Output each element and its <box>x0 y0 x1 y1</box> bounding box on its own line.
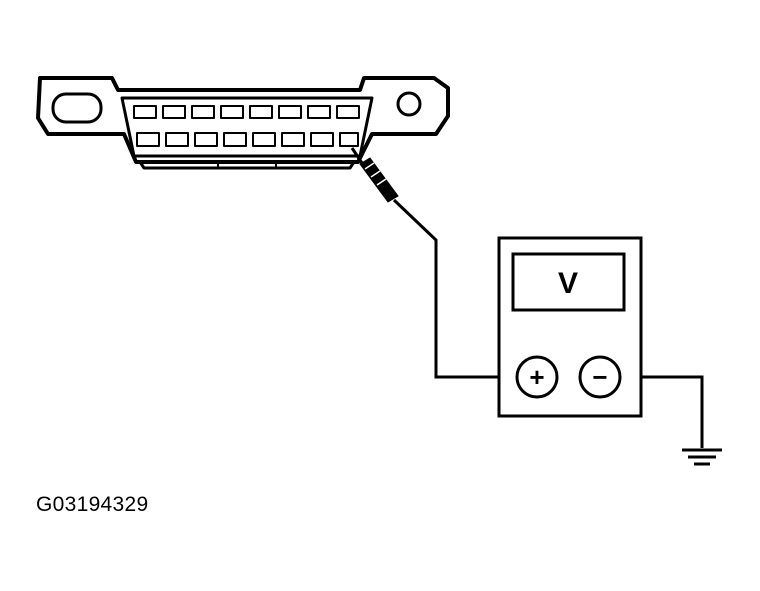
test-lead-negative <box>621 375 704 448</box>
meter-positive-terminal: + <box>515 355 559 399</box>
meter-display-symbol: V <box>558 267 578 300</box>
voltmeter-icon: V + − <box>497 236 643 418</box>
obd-dlc-connector-icon <box>36 76 450 170</box>
figure-code: G03194329 <box>36 493 149 516</box>
connector-pin-row-bottom <box>136 132 359 147</box>
ground-symbol-icon <box>682 448 722 466</box>
meter-negative-terminal: − <box>578 355 622 399</box>
negative-symbol: − <box>592 362 607 392</box>
positive-symbol: + <box>529 362 544 392</box>
test-probe-icon <box>350 147 399 203</box>
connector-pin-row-top <box>133 105 360 119</box>
test-lead-positive <box>392 198 516 379</box>
meter-display <box>511 252 626 312</box>
